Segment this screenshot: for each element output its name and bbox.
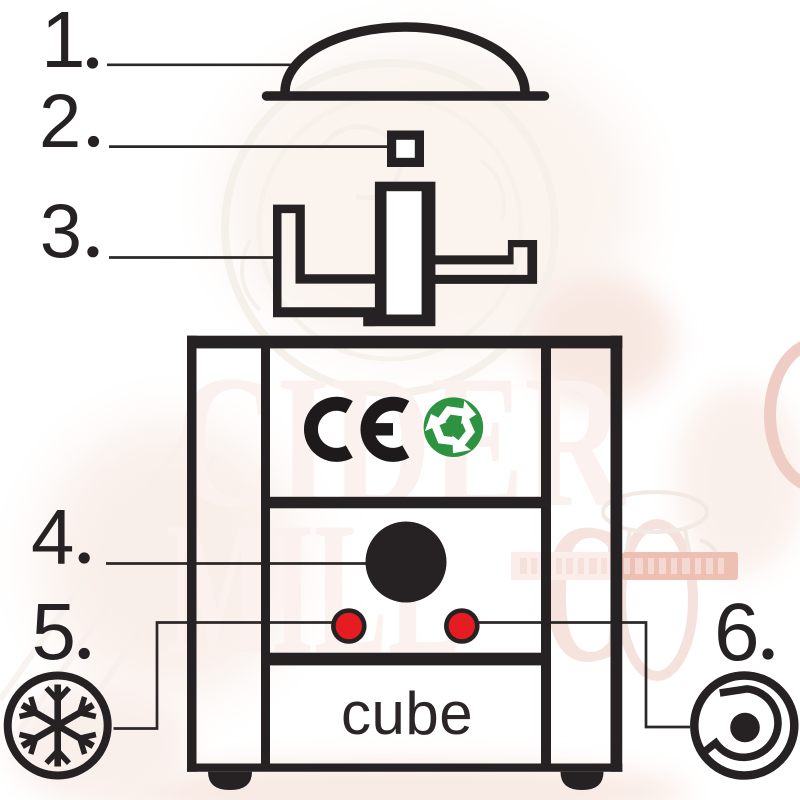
svg-text:C: C bbox=[542, 483, 624, 704]
svg-text:5: 5 bbox=[32, 587, 77, 676]
svg-text:1: 1 bbox=[41, 0, 86, 84]
svg-text:6: 6 bbox=[714, 587, 760, 678]
svg-text:4: 4 bbox=[31, 493, 74, 581]
svg-text:CIDER: CIDER bbox=[175, 337, 626, 547]
svg-text:cube: cube bbox=[341, 680, 473, 747]
svg-text:3: 3 bbox=[40, 189, 82, 274]
svg-text:2: 2 bbox=[39, 79, 81, 164]
